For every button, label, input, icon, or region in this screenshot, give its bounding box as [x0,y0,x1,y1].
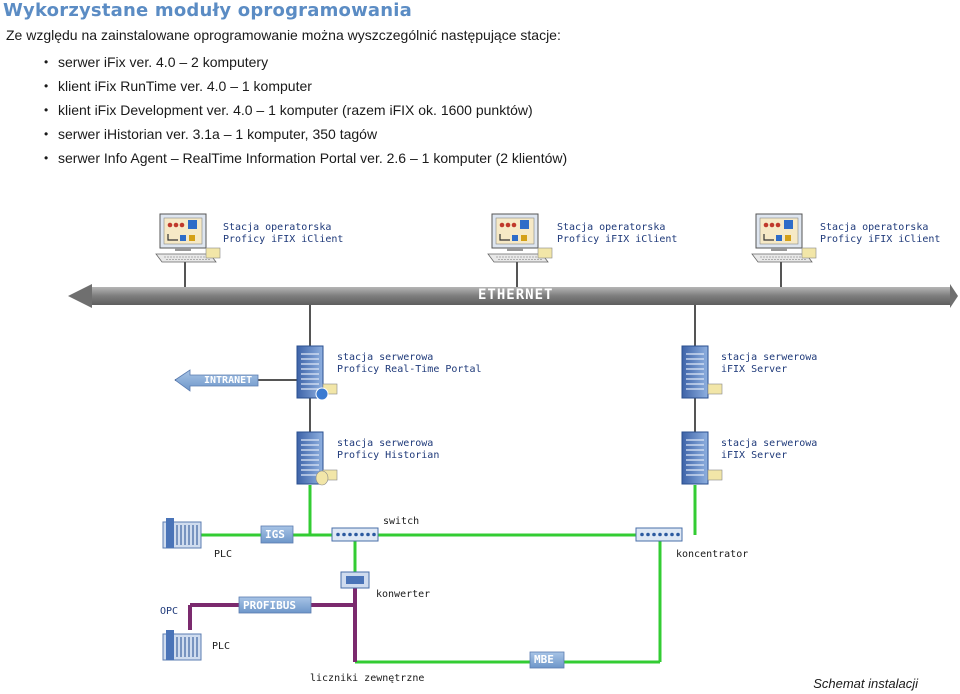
liczniki-label: liczniki zewnętrzne [310,673,425,684]
ethernet-label: ETHERNET [478,287,554,303]
software-list: •serwer iFix ver. 4.0 – 2 komputery •kli… [10,50,567,170]
plc-label: PLC [214,549,233,560]
profibus-label: PROFIBUS [243,599,296,612]
bullet-icon: • [44,55,49,69]
intro-text: Ze względu na zainstalowane oprogramowan… [6,27,561,43]
profibus-tag [238,596,312,614]
opc-label: OPC [160,606,179,617]
plc-label: PLC [212,641,231,652]
bullet-icon: • [44,103,49,117]
konwerter-label: konwerter [376,589,431,600]
bullet-icon: • [44,127,49,141]
igs-tag [260,525,294,544]
database-icon [315,470,329,486]
page-title: Wykorzystane moduły oprogramowania [3,0,413,21]
igs-label: IGS [265,528,285,541]
switch-label: switch [383,516,420,527]
plc-icon [162,517,202,549]
converter-icon [340,571,370,589]
server-icon [681,431,723,485]
list-item: •serwer iFix ver. 4.0 – 2 komputery [10,50,567,74]
hub-icon [635,527,683,542]
plc-icon [162,629,202,661]
intranet-label: INTRANET [204,375,253,386]
list-item: •serwer Info Agent – RealTime Informatio… [10,146,567,170]
list-item: •klient iFix Development ver. 4.0 – 1 ko… [10,98,567,122]
ethernet-bus [68,284,958,308]
mbe-label: MBE [534,653,554,666]
switch-icon [331,527,379,542]
list-item: •serwer iHistorian ver. 3.1a – 1 kompute… [10,122,567,146]
list-item: •klient iFix RunTime ver. 4.0 – 1 komput… [10,74,567,98]
workstation-icon [155,213,221,263]
globe-icon [315,387,329,401]
mbe-tag [529,651,565,669]
koncentrator-label: koncentrator [676,549,749,560]
server-icon [681,345,723,399]
workstation-icon [487,213,553,263]
workstation-icon [751,213,817,263]
bullet-icon: • [44,151,49,165]
intranet-arrow [174,369,259,392]
diagram-caption: Schemat instalacji [813,676,918,691]
bullet-icon: • [44,79,49,93]
